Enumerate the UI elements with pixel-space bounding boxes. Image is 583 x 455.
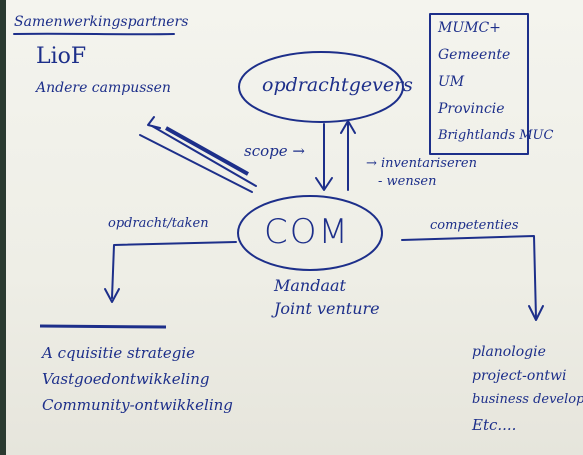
left-item-vastgoed: Vastgoedontwikkeling: [42, 370, 210, 388]
client-provincie: Provincie: [438, 101, 505, 117]
inventory-label-1: → inventariseren: [366, 156, 477, 171]
right-branch-line: [401, 235, 537, 319]
diagram-lines: [13, 13, 544, 329]
opdrachtgevers-ellipse: [238, 51, 404, 123]
right-item-business: business develop: [472, 392, 583, 407]
diagram-title: Samenwerkingspartners: [14, 14, 189, 30]
scope-label: scope →: [244, 142, 305, 160]
left-branch-label: opdracht/taken: [108, 216, 209, 231]
diag-arrowhead: [147, 116, 161, 129]
left-branch-arrowhead: [104, 288, 120, 303]
com-label: COM: [264, 212, 350, 252]
com-joint-venture: Joint venture: [274, 299, 380, 318]
right-branch-label: competenties: [430, 218, 519, 233]
diag-line-2: [139, 134, 253, 193]
client-um: UM: [438, 74, 465, 90]
scope-arrowhead: [315, 177, 333, 191]
title-underline: [13, 32, 175, 36]
left-item-acquisitie: A cquisitie strategie: [42, 344, 196, 362]
client-list-box: [429, 13, 529, 155]
opdrachtgevers-label: opdrachtgevers: [262, 74, 413, 96]
right-item-planologie: planologie: [472, 344, 546, 360]
inventory-label-2: - wensen: [378, 174, 437, 189]
left-branch-line: [111, 241, 237, 299]
diag-scribble: [165, 126, 249, 176]
up-arrowhead: [340, 120, 356, 134]
client-gemeente: Gemeente: [438, 47, 511, 63]
left-item-community: Community-ontwikkeling: [42, 396, 233, 414]
right-branch-arrowhead: [528, 305, 544, 321]
whiteboard-sheet: Samenwerkingspartners LioF Andere campus…: [6, 0, 583, 455]
partner-liof: LioF: [36, 44, 87, 69]
right-item-etc: Etc....: [472, 416, 517, 434]
client-brightlands: Brightlands MUC: [438, 128, 554, 143]
partner-other-campuses: Andere campussen: [36, 80, 171, 96]
diag-line-1: [151, 125, 257, 187]
com-mandaat: Mandaat: [274, 276, 346, 295]
right-item-project: project-ontwi: [472, 368, 567, 384]
client-mumc: MUMC+: [438, 20, 501, 36]
com-ellipse: [237, 195, 383, 271]
left-list-scribble: [39, 324, 167, 329]
